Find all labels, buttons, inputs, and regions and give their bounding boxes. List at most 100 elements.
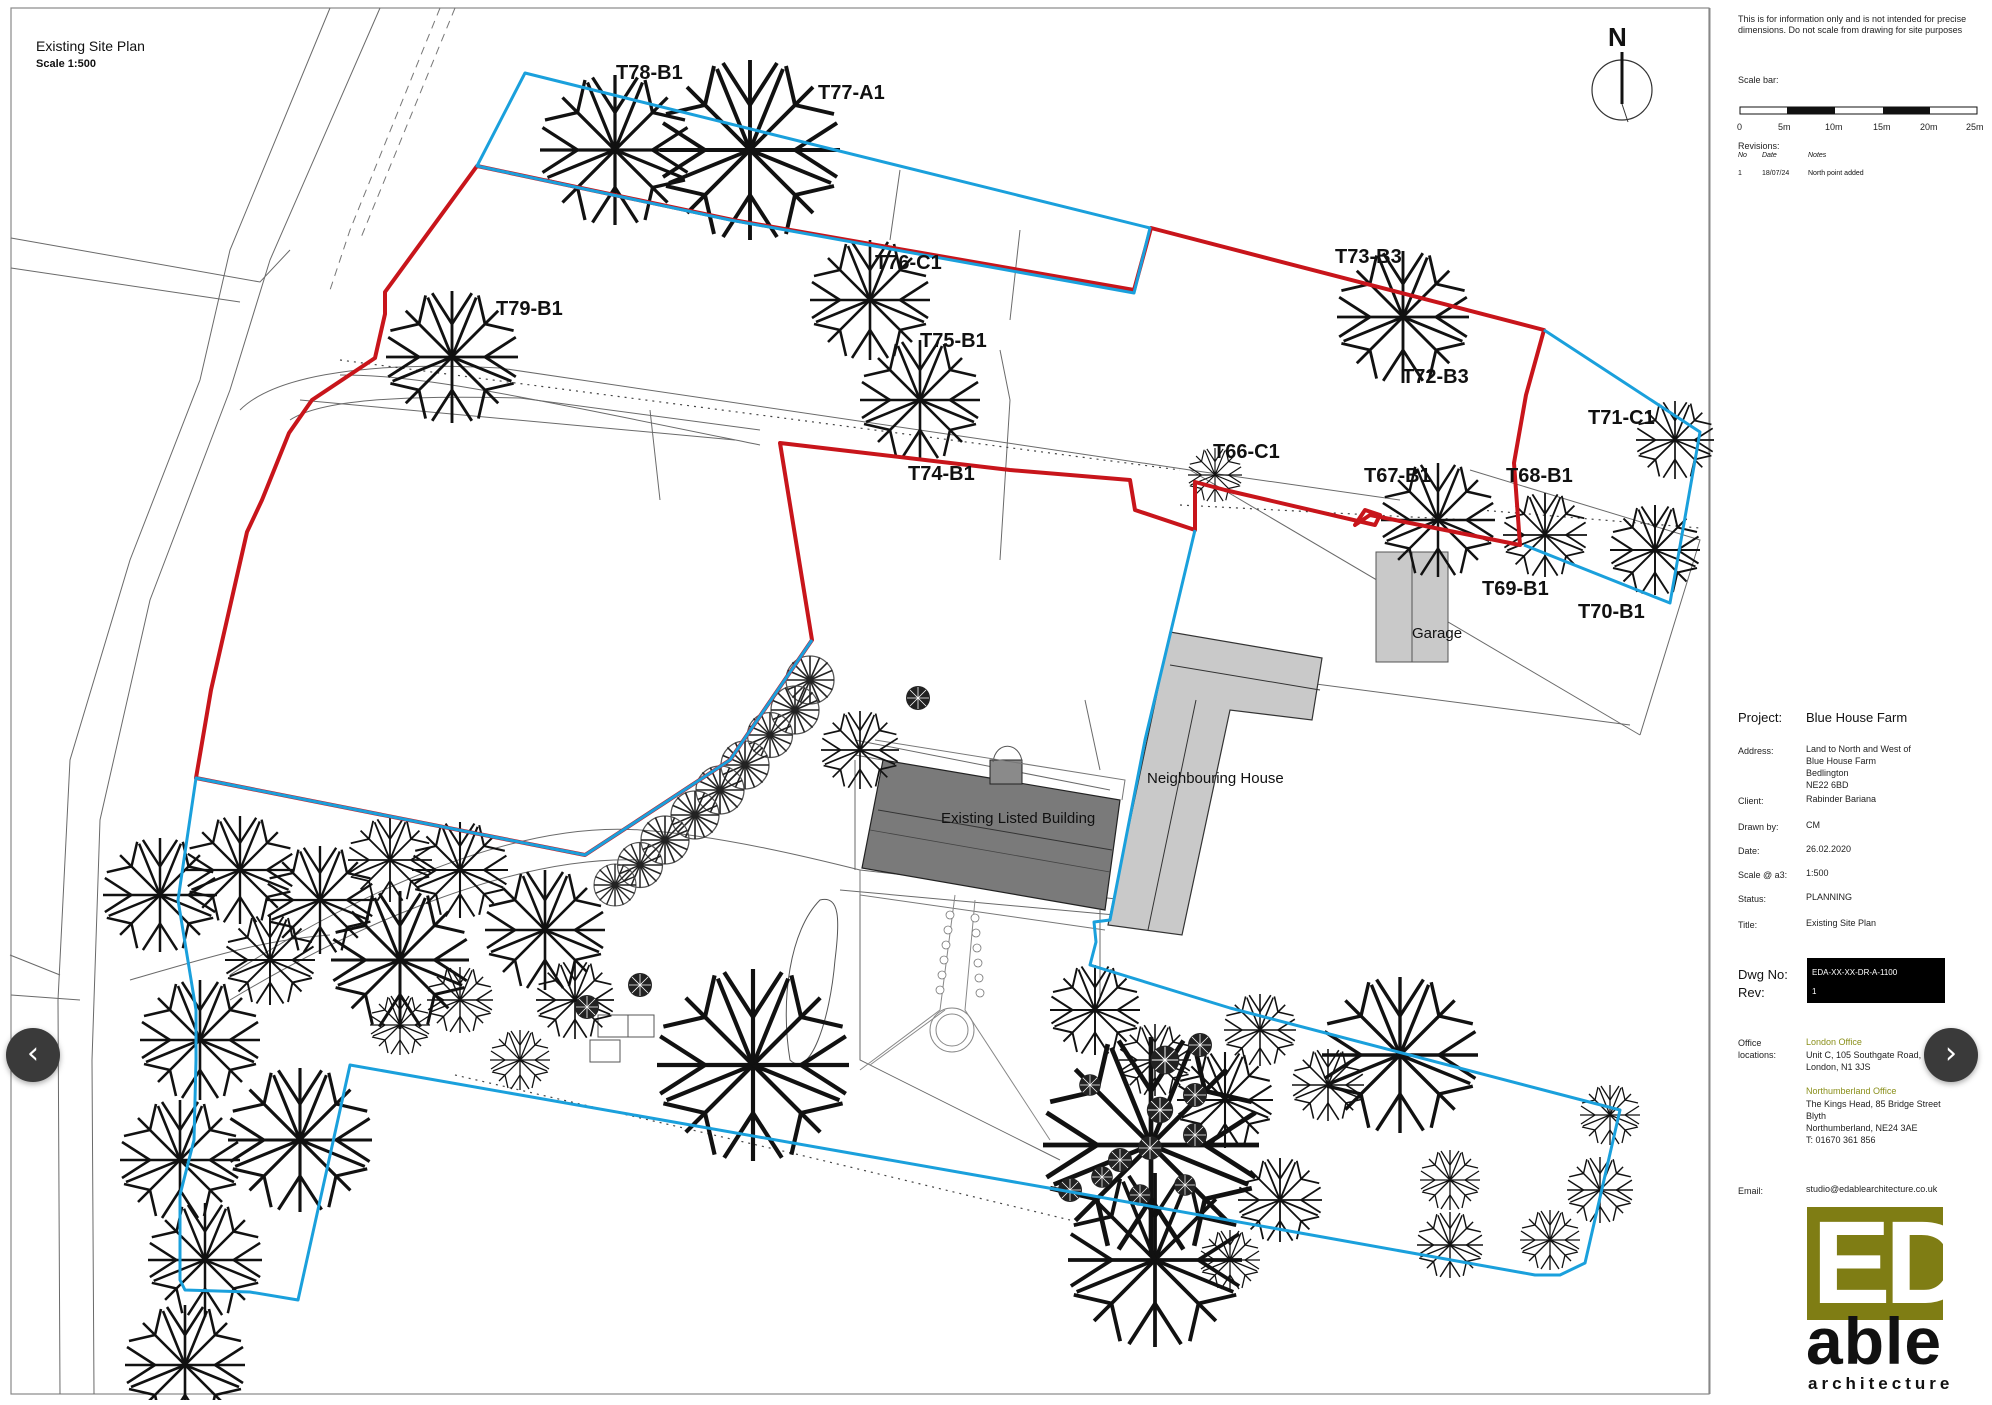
scale-tick-5: 5m xyxy=(1778,122,1791,132)
ownership-boundary-blue-south xyxy=(176,529,1622,1302)
office-label-1: Office xyxy=(1738,1038,1762,1048)
address-line-4: NE22 6BD xyxy=(1806,780,1849,790)
tree-label-t78-b1: T78-B1 xyxy=(616,62,683,84)
tree-label-t73-b3: T73-B3 xyxy=(1335,246,1402,268)
tree-symbol xyxy=(1137,1135,1163,1161)
logo-mark-block xyxy=(1807,1207,1943,1320)
status-value: PLANNING xyxy=(1806,892,1853,902)
tree-symbol xyxy=(1107,1147,1133,1173)
tree-symbol xyxy=(1049,964,1141,1056)
tree-symbol xyxy=(1416,1211,1484,1279)
revision-col-notes: Notes xyxy=(1808,152,1827,159)
next-page-button[interactable]: › xyxy=(1924,1028,1978,1082)
dwg-no-label: Dwg No: xyxy=(1738,967,1788,982)
neighbouring-house-label: Neighbouring House xyxy=(1147,770,1284,787)
revision-note: North point added xyxy=(1808,170,1864,177)
north-office-heading: Northumberland Office xyxy=(1806,1086,1897,1096)
revision-date: 18/07/24 xyxy=(1762,170,1790,177)
tree-symbol xyxy=(1078,1073,1102,1097)
project-name: Blue House Farm xyxy=(1806,710,1908,725)
tree-symbol xyxy=(1146,1096,1174,1124)
tree-symbol xyxy=(1335,249,1471,385)
status-label: Status: xyxy=(1738,894,1767,904)
listed-building-label: Existing Listed Building xyxy=(941,810,1096,827)
tree-symbol xyxy=(1223,993,1297,1067)
tree-symbol xyxy=(905,685,931,711)
tree-label-t66-c1: T66-C1 xyxy=(1213,441,1280,463)
tree-symbol xyxy=(746,711,794,759)
tree-symbol xyxy=(489,1029,551,1091)
revision-col-date: Date xyxy=(1762,152,1777,159)
tree-symbol xyxy=(1199,1229,1261,1291)
tree-symbol xyxy=(858,338,982,462)
track-lines xyxy=(329,7,456,291)
north-office-line-1: The Kings Head, 85 Bridge Street xyxy=(1806,1099,1941,1109)
london-office-line-1: Unit C, 105 Southgate Road, xyxy=(1806,1050,1922,1060)
email-value: studio@edablearchitecture.co.uk xyxy=(1806,1184,1938,1194)
tree-symbol xyxy=(574,994,600,1020)
address-line-1: Land to North and West of xyxy=(1806,744,1911,754)
rev-value: 1 xyxy=(1812,987,1817,996)
title-label: Title: xyxy=(1738,920,1758,930)
tree-symbol xyxy=(1182,1082,1208,1108)
tree-symbol xyxy=(535,960,615,1040)
drawing-title: Existing Site Plan xyxy=(36,38,145,54)
address-line-2: Blue House Farm xyxy=(1806,756,1877,766)
tree-symbol xyxy=(264,844,376,956)
previous-page-button[interactable]: ‹ xyxy=(6,1028,60,1082)
email-label: Email: xyxy=(1738,1186,1764,1196)
date-label: Date: xyxy=(1738,846,1760,856)
north-office-line-2: Blyth xyxy=(1806,1111,1827,1121)
tree-symbol xyxy=(593,863,637,907)
listed-building-terrace xyxy=(859,739,1126,931)
tree-symbol xyxy=(1320,975,1480,1135)
tree-label-t70-b1: T70-B1 xyxy=(1578,601,1645,623)
scale-tick-0: 0 xyxy=(1737,122,1743,132)
logo-subtitle: architecture xyxy=(1808,1374,1954,1393)
scale-tick-15: 15m xyxy=(1873,122,1891,132)
scale-bar-label: Scale bar: xyxy=(1738,75,1779,85)
tree-symbol xyxy=(1579,1084,1641,1146)
tree-symbol xyxy=(138,978,262,1102)
tree-symbol xyxy=(1173,1173,1197,1197)
tree-symbol xyxy=(1150,1045,1180,1075)
tree-label-t67-b1: T67-B1 xyxy=(1364,465,1431,487)
tree-symbol xyxy=(670,790,720,840)
tree-label-t71-c1: T71-C1 xyxy=(1588,407,1655,429)
tree-symbol xyxy=(657,969,849,1161)
project-label: Project: xyxy=(1738,710,1783,725)
disclaimer-text: This is for information only and is not … xyxy=(1738,14,1967,35)
client-name: Rabinder Bariana xyxy=(1806,794,1877,804)
revision-no: 1 xyxy=(1738,170,1742,177)
tree-symbol xyxy=(224,914,316,1006)
tree-label-t76-c1: T76-C1 xyxy=(875,252,942,274)
listed-building-footprint xyxy=(861,745,1121,911)
tree-symbol xyxy=(184,814,296,926)
london-office-line-2: London, N1 3JS xyxy=(1806,1062,1871,1072)
address-line-3: Bedlington xyxy=(1806,768,1849,778)
client-label: Client: xyxy=(1738,796,1764,806)
tree-symbol xyxy=(1182,1122,1208,1148)
tree-symbol xyxy=(627,972,653,998)
logo-wordmark: able xyxy=(1806,1304,1943,1378)
logo-mark-text: ED xyxy=(1812,1197,1970,1329)
north-office-line-3: Northumberland, NE24 3AE xyxy=(1806,1123,1918,1133)
london-office-heading: London Office xyxy=(1806,1037,1862,1047)
tree-symbol xyxy=(1291,1048,1365,1122)
neighbouring-house-footprint xyxy=(1107,631,1323,936)
garage-footprint xyxy=(1375,551,1449,663)
revisions-label: Revisions: xyxy=(1738,141,1780,151)
scale-tick-10: 10m xyxy=(1825,122,1843,132)
driveway xyxy=(859,894,1051,1141)
tree-symbol xyxy=(658,58,842,242)
ownership-boundary-blue-east xyxy=(1523,328,1702,605)
ownership-boundary-blue xyxy=(475,71,1152,295)
scale-tick-25: 25m xyxy=(1966,122,1984,132)
tree-symbol xyxy=(1419,1149,1481,1211)
scale-a3-label: Scale @ a3: xyxy=(1738,870,1788,880)
north-label: N xyxy=(1608,22,1627,52)
tree-symbol xyxy=(1187,1032,1213,1058)
rev-label: Rev: xyxy=(1738,985,1765,1000)
garage-label: Garage xyxy=(1412,625,1463,642)
